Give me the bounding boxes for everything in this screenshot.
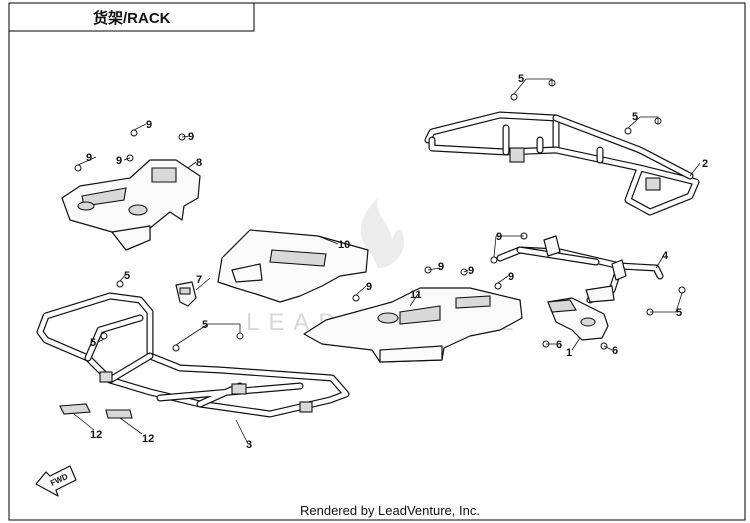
bolt-icon (172, 344, 180, 352)
callout-label: 5 (518, 73, 524, 85)
frame-mount-bracket (645, 177, 661, 191)
bolt-icon (490, 256, 498, 264)
bolt-icon (624, 127, 632, 135)
callout-label: 2 (702, 158, 708, 170)
callout-label: 7 (196, 274, 202, 286)
callout-label: 9 (438, 261, 444, 273)
frame-mount-bracket (231, 383, 247, 395)
bolt-icon (100, 332, 108, 340)
title-box (8, 2, 255, 32)
callout-label: 9 (496, 231, 502, 243)
leader-lines (73, 78, 701, 445)
callout-label: 9 (468, 265, 474, 277)
rubber-pads-part-12 (59, 403, 133, 419)
footer-credit: Rendered by LeadVenture, Inc. (300, 503, 480, 518)
callout-label: 9 (116, 155, 122, 167)
callout-labels: 1 2 3 4 5 5 5 5 5 5 6 6 7 8 9 9 9 9 9 9 … (86, 73, 708, 451)
callout-label: 9 (188, 131, 194, 143)
rear-rack-frame-part-2 (424, 111, 700, 216)
callout-label: 5 (90, 337, 96, 349)
callout-label: 11 (410, 289, 422, 301)
callout-label: 6 (612, 345, 618, 357)
frame-mount-bracket (99, 371, 113, 383)
support-bar-part-4 (496, 235, 664, 304)
bolt-icon (352, 294, 360, 302)
callout-label: 9 (86, 152, 92, 164)
bolt-icon (678, 286, 686, 294)
front-rack-frame-part-3 (36, 292, 350, 418)
callout-label: 9 (146, 119, 152, 131)
callout-label: 4 (662, 250, 669, 262)
callout-label: 9 (366, 281, 372, 293)
callout-label: 3 (246, 439, 252, 451)
small-bracket-part-7 (175, 281, 197, 307)
forward-direction-arrow: FWD (35, 465, 77, 497)
mount-plate-part-1 (547, 297, 609, 341)
rear-rack-plate-part-11 (303, 287, 523, 363)
bolt-icon (236, 332, 244, 340)
bolt-icon (494, 282, 502, 290)
diagram-title: 货架/RACK (93, 9, 171, 27)
callout-label: 1 (566, 347, 572, 359)
callout-label: 10 (338, 239, 350, 251)
callout-label: 9 (508, 271, 514, 283)
callout-label: 5 (124, 270, 130, 282)
bolt-icon (74, 164, 82, 172)
diagram-frame (8, 2, 746, 521)
bolt-icon (130, 129, 138, 137)
frame-mount-bracket (299, 401, 313, 413)
front-rack-panel-part-8 (61, 159, 201, 251)
callout-label: 12 (142, 433, 154, 445)
frame-mount-bracket (509, 147, 525, 163)
callout-label: 12 (90, 429, 102, 441)
bolt-icon (116, 280, 124, 288)
callout-label: 5 (676, 307, 682, 319)
callout-label: 6 (556, 339, 562, 351)
callout-label: 5 (202, 319, 208, 331)
callout-label: 8 (196, 157, 202, 169)
callout-label: 5 (632, 111, 638, 123)
bolt-icon (510, 93, 518, 101)
center-cover-part-10 (217, 229, 369, 303)
